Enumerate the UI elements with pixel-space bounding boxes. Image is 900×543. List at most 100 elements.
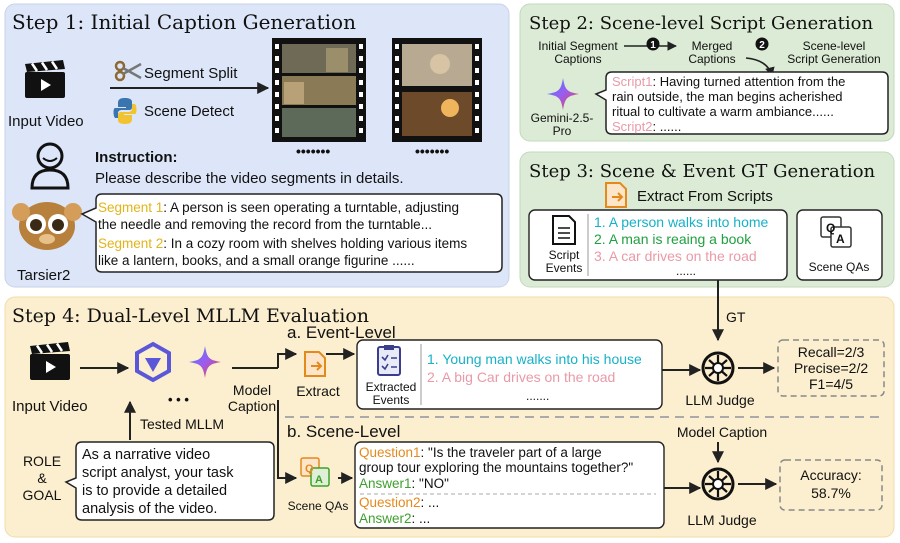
role-goal-line3: is to provide a detailed bbox=[82, 483, 227, 499]
accuracy-value: 58.7% bbox=[811, 485, 851, 501]
tested-mllm-label: Tested MLLM bbox=[140, 416, 224, 432]
script-event-1: 1. A person walks into home bbox=[594, 214, 769, 230]
scene-qas-label: Scene QAs bbox=[809, 260, 870, 274]
step4-input-video-label: Input Video bbox=[12, 398, 88, 415]
segment-split-label: Segment Split bbox=[144, 65, 238, 82]
step-number-2: 2 bbox=[759, 40, 765, 51]
step-number-1: 1 bbox=[650, 40, 656, 51]
script-event-3: 3. A car drives on the road bbox=[594, 248, 757, 264]
step3-title: Step 3: Scene & Event GT Generation bbox=[529, 161, 876, 182]
script-events-dots: ...... bbox=[676, 264, 696, 278]
instruction-label: Instruction: bbox=[95, 149, 178, 166]
film-strip-1 bbox=[272, 38, 366, 142]
script-event-2: 2. A man is reaing a book bbox=[594, 231, 752, 247]
instruction-text: Please describe the video segments in de… bbox=[95, 170, 404, 187]
step4-qa-icon: Q A bbox=[300, 457, 330, 487]
extract-from-scripts-label: Extract From Scripts bbox=[637, 188, 773, 205]
llm-judge-icon-1 bbox=[701, 351, 735, 385]
step2-title: Step 2: Scene-level Script Generation bbox=[529, 13, 873, 34]
step4-qa-icon-q: Q bbox=[305, 463, 314, 475]
llm-judge-label-2: LLM Judge bbox=[687, 512, 756, 528]
precise-metric: Precise=2/2 bbox=[794, 360, 869, 376]
accuracy-box bbox=[779, 459, 883, 511]
role-goal-bubble bbox=[64, 441, 275, 521]
step4-title: Step 4: Dual-Level MLLM Evaluation bbox=[12, 305, 369, 327]
qwen-icon bbox=[135, 341, 171, 383]
merged-captions-label: Merged bbox=[692, 39, 733, 53]
more-models-dots: • • • bbox=[168, 392, 189, 407]
step4-extract-icon bbox=[304, 351, 326, 377]
extract-label: Extract bbox=[296, 383, 340, 399]
scissors-icon bbox=[114, 60, 142, 82]
extracted-events-label-2: Events bbox=[373, 393, 410, 407]
role-amp-label: & bbox=[37, 470, 47, 486]
scene-script-label-2: Script Generation bbox=[787, 52, 880, 66]
model-caption-label-right: Model Caption bbox=[677, 424, 767, 440]
python-icon bbox=[113, 98, 137, 124]
model-event-1: 1. Young man walks into his house bbox=[427, 351, 642, 367]
model-caption-label-2: Caption bbox=[228, 398, 276, 414]
script1-line1: Script1: Having turned attention from th… bbox=[612, 74, 845, 89]
document-icon bbox=[552, 215, 576, 245]
llm-judge-label-1: LLM Judge bbox=[685, 392, 754, 408]
tarsier-mascot-icon bbox=[12, 202, 82, 250]
extracted-events-label: Extracted bbox=[366, 380, 417, 394]
step-number-2-badge bbox=[755, 37, 769, 51]
merged-captions-label-2: Captions bbox=[688, 52, 735, 66]
script2-line: Script2: ...... bbox=[612, 119, 681, 134]
step4-qa-icon-a: A bbox=[315, 474, 323, 486]
user-icon bbox=[30, 142, 70, 190]
step-number-1-badge bbox=[646, 37, 660, 51]
role-label: ROLE bbox=[23, 453, 61, 469]
scene-detect-label: Scene Detect bbox=[144, 103, 235, 120]
role-goal-line4: analysis of the video. bbox=[82, 501, 217, 517]
goal-label: GOAL bbox=[23, 487, 62, 503]
accuracy-label: Accuracy: bbox=[800, 467, 861, 483]
f1-metric: F1=4/5 bbox=[809, 376, 853, 392]
scene-script-label: Scene-level bbox=[803, 39, 866, 53]
script1-line3: ritual to cultivate a warm ambiance.....… bbox=[612, 104, 834, 119]
segment2-caption: Segment 2: In a cozy room with shelves h… bbox=[98, 236, 467, 251]
model-caption-label: Model bbox=[233, 382, 271, 398]
checklist-icon bbox=[377, 345, 401, 376]
question2-line: Question2: ... bbox=[359, 495, 439, 510]
event-branch-arrow bbox=[277, 348, 298, 368]
script1-line2: rain outside, the man begins acherished bbox=[612, 89, 843, 104]
answer2-line: Answer2: ... bbox=[359, 511, 430, 526]
script-events-label: Script bbox=[549, 248, 580, 262]
tarsier-label: Tarsier2 bbox=[17, 267, 70, 284]
role-goal-line1: As a narrative video bbox=[82, 447, 210, 463]
gt-label: GT bbox=[726, 309, 746, 325]
recall-metric: Recall=2/3 bbox=[798, 344, 865, 360]
metrics-box bbox=[777, 339, 885, 397]
segment1-caption: Segment 1: A person is seen operating a … bbox=[98, 200, 459, 215]
step4-scene-qas-label: Scene QAs bbox=[288, 499, 349, 513]
film-dots-1: ••••••• bbox=[296, 143, 330, 159]
step1-input-video-label: Input Video bbox=[8, 113, 84, 130]
qa-icon-q: Q bbox=[826, 221, 835, 235]
film-dots-2: ••••••• bbox=[415, 143, 449, 159]
question1-line1: Question1: "Is the traveler part of a la… bbox=[359, 445, 602, 460]
clapperboard-icon bbox=[23, 58, 67, 100]
initial-captions-label-2: Captions bbox=[554, 52, 601, 66]
question1-line2: group tour exploring the mountains toget… bbox=[359, 460, 633, 475]
qa-icon-a: A bbox=[836, 232, 845, 246]
scene-level-label: b. Scene-Level bbox=[287, 422, 400, 441]
gemini-label: Gemini-2.5- bbox=[531, 111, 594, 125]
answer1-line: Answer1: "NO" bbox=[359, 476, 449, 491]
scene-branch-arrow bbox=[277, 400, 298, 484]
gemini-label-2: Pro bbox=[553, 124, 572, 138]
qa-icon: Q A bbox=[820, 216, 852, 248]
script-events-label-2: Events bbox=[546, 261, 583, 275]
initial-captions-label: Initial Segment bbox=[538, 39, 618, 53]
segment-captions-bubble bbox=[80, 193, 503, 273]
model-event-2: 2. A big Car drives on the road bbox=[427, 369, 615, 385]
film-strip-2 bbox=[392, 38, 482, 142]
script-events-box bbox=[528, 209, 788, 281]
model-events-dots: ....... bbox=[526, 389, 549, 403]
extract-icon bbox=[605, 182, 627, 208]
llm-judge-icon-2 bbox=[701, 467, 735, 501]
step4-clapperboard-icon bbox=[28, 340, 72, 382]
event-level-label: a. Event-Level bbox=[287, 323, 396, 342]
